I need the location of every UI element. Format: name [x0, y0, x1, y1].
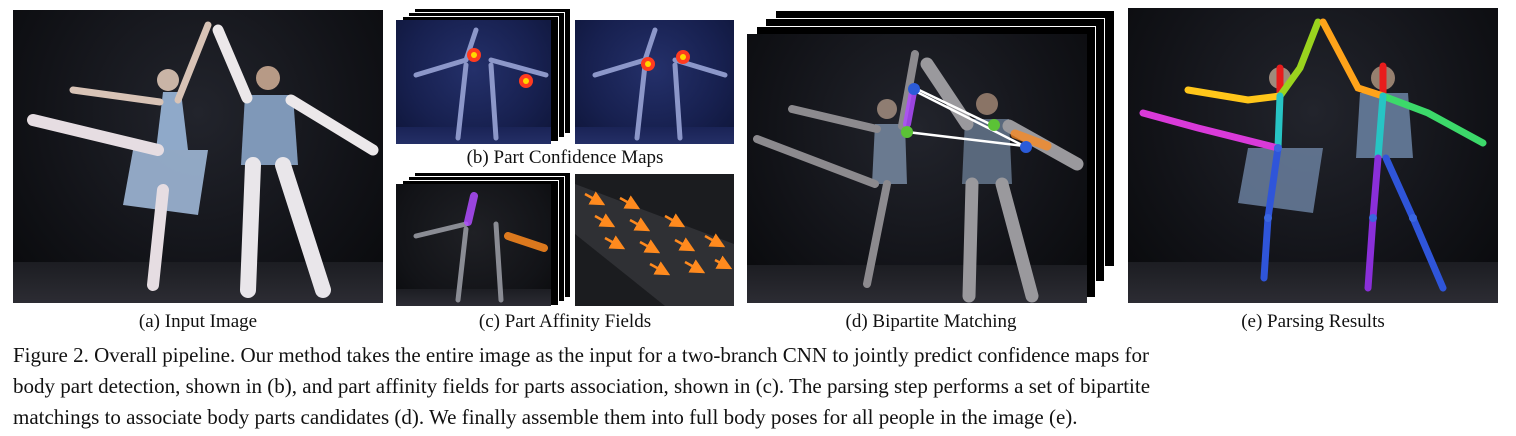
confidence-map-illustration [592, 27, 728, 141]
affinity-field-zoom [575, 174, 734, 306]
label-affinity-fields: (c) Part Affinity Fields [478, 311, 652, 332]
panel-input-image [13, 10, 383, 303]
affinity-vector-field [575, 184, 734, 306]
dancers-illustration [27, 21, 379, 298]
affinity-field-illustration [413, 192, 548, 303]
caption-line: Figure 2. Overall pipeline. Our method t… [13, 343, 1149, 367]
skeleton-overlay [1139, 18, 1487, 292]
bipartite-illustration [753, 50, 1084, 303]
panel-affinity-fields [396, 172, 734, 307]
affinity-field-overview [396, 184, 551, 306]
dancers-photo [13, 10, 383, 303]
caption-line: matchings to associate body parts candid… [13, 405, 1078, 429]
parsing-photo [1128, 8, 1498, 303]
label-input-image: (a) Input Image [138, 311, 258, 332]
confidence-map-2 [575, 20, 734, 144]
caption-line: body part detection, shown in (b), and p… [13, 374, 1151, 398]
label-confidence-maps: (b) Part Confidence Maps [466, 147, 664, 168]
label-bipartite-matching: (d) Bipartite Matching [845, 311, 1017, 332]
panel-bipartite-matching [747, 10, 1115, 305]
figure-caption: Figure 2. Overall pipeline. Our method t… [13, 340, 1508, 433]
label-parsing-results: (e) Parsing Results [1241, 311, 1385, 332]
panel-parsing-results [1128, 8, 1498, 303]
confidence-map-1 [396, 20, 551, 144]
confidence-map-illustration [413, 27, 549, 141]
panel-confidence-maps [396, 8, 734, 145]
bipartite-photo [747, 34, 1087, 303]
